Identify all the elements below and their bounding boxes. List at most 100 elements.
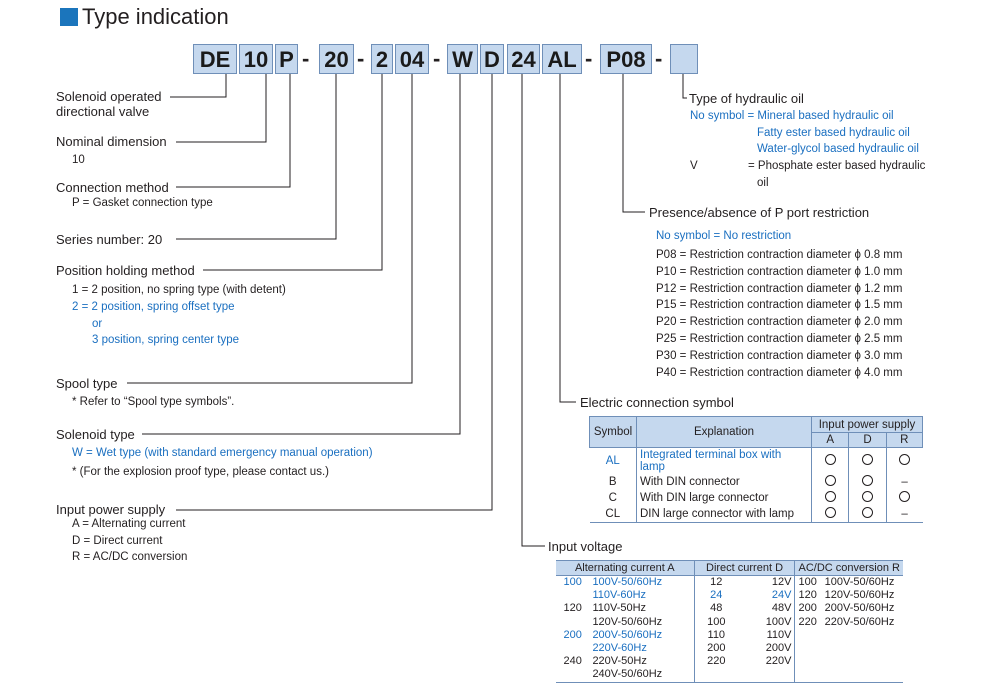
acdc-code xyxy=(794,628,822,643)
circle-icon xyxy=(861,454,873,465)
col-a: A xyxy=(810,432,850,448)
solenoid-type-note: * (For the explosion proof type, please … xyxy=(72,466,329,478)
oil-water-glycol: Water-glycol based hydraulic oil xyxy=(757,143,919,155)
leader-port xyxy=(622,74,645,213)
acdc-voltage: 200V-50/60Hz xyxy=(824,602,895,615)
electric-symbol: AL xyxy=(605,455,620,467)
ac-code xyxy=(556,589,589,602)
ac-code: 100 xyxy=(563,576,582,588)
circle-icon xyxy=(861,475,873,486)
code-box-al: AL xyxy=(542,44,582,74)
dc-voltage: 200V xyxy=(765,642,792,655)
electric-d xyxy=(848,447,887,474)
col-alternating-current: Alternating current A xyxy=(556,560,695,576)
voltage-row: 240V-50/60Hz xyxy=(556,668,903,683)
connection-method-label: Connection method xyxy=(56,180,169,195)
code-box-04: 04 xyxy=(395,44,429,74)
oil-v-symbol: V xyxy=(690,160,698,172)
circle-icon xyxy=(861,507,873,518)
circle-icon xyxy=(824,475,836,486)
acdc-voltage: 220V-50/60Hz xyxy=(824,615,895,628)
position-or: or xyxy=(92,318,103,330)
dc-code: 220 xyxy=(693,655,739,669)
ac-voltage: 100V-50/60Hz xyxy=(592,576,663,588)
ac-voltage: 220V-50Hz xyxy=(592,655,647,668)
electric-d xyxy=(848,506,887,523)
acdc-code xyxy=(794,642,822,656)
code-box-oil xyxy=(670,44,698,74)
dc-code: 12 xyxy=(693,575,739,590)
position-option-2: 2 = 2 position, spring offset type xyxy=(72,301,235,313)
leader-connection xyxy=(176,74,291,188)
circle-icon xyxy=(899,454,911,465)
port-row: P15 = Restriction contraction diameter ϕ… xyxy=(656,299,903,312)
leader-spool xyxy=(127,74,413,384)
leader-electric xyxy=(559,74,576,403)
electric-explanation: With DIN connector xyxy=(636,474,812,490)
acdc-voltage: 120V-50/60Hz xyxy=(824,589,895,602)
ac-voltage: 220V-60Hz xyxy=(592,642,647,655)
input-voltage-label: Input voltage xyxy=(548,539,623,554)
solenoid-operated-line1: Solenoid operated xyxy=(56,89,162,104)
col-explanation: Explanation xyxy=(636,416,812,448)
leader-oil xyxy=(682,74,687,99)
acdc-code: 220 xyxy=(794,615,822,629)
port-row: P40 = Restriction contraction diameter ϕ… xyxy=(656,366,903,379)
electric-d xyxy=(848,490,887,506)
electric-a xyxy=(810,474,849,490)
dc-code: 24 xyxy=(693,589,739,603)
circle-icon xyxy=(824,454,836,465)
acdc-code: 100 xyxy=(794,575,822,590)
leader-voltage xyxy=(521,74,545,547)
acdc-code: 120 xyxy=(794,589,822,603)
ac-code: 120 xyxy=(563,602,582,615)
port-no-symbol: No symbol = No restriction xyxy=(656,230,792,242)
dc-voltage xyxy=(738,668,795,683)
ac-voltage: 120V-50/60Hz xyxy=(592,615,663,628)
circle-icon xyxy=(861,491,873,502)
electric-r: – xyxy=(885,474,923,490)
electric-a xyxy=(810,447,849,474)
leader-nominal xyxy=(176,74,267,143)
col-direct-current: Direct current D xyxy=(693,560,795,576)
ac-code xyxy=(556,642,589,655)
code-dash: - xyxy=(433,46,441,71)
oil-fatty-ester: Fatty ester based hydraulic oil xyxy=(757,127,910,139)
circle-icon xyxy=(824,491,836,502)
electric-a xyxy=(810,490,849,506)
code-box-2: 2 xyxy=(371,44,393,74)
dc-code: 110 xyxy=(693,628,739,643)
port-row: P30 = Restriction contraction diameter ϕ… xyxy=(656,349,903,362)
circle-icon xyxy=(899,491,911,502)
dc-voltage: 220V xyxy=(765,655,792,668)
port-row: P12 = Restriction contraction diameter ϕ… xyxy=(656,282,903,295)
port-restriction-list: P08 = Restriction contraction diameter ϕ… xyxy=(656,247,902,381)
port-row: P10 = Restriction contraction diameter ϕ… xyxy=(656,265,903,278)
dc-code xyxy=(693,668,739,683)
electric-symbol: CL xyxy=(589,506,637,523)
leader-position xyxy=(203,74,383,271)
acdc-voltage xyxy=(822,642,903,655)
acdc-voltage xyxy=(822,655,903,668)
leader-solenoid-op xyxy=(170,74,227,98)
position-option-3: 3 position, spring center type xyxy=(92,334,240,346)
solenoid-operated-line2: directional valve xyxy=(56,104,150,119)
leader-solenoid-type xyxy=(142,74,461,435)
electric-r xyxy=(885,447,923,474)
port-row: P20 = Restriction contraction diameter ϕ… xyxy=(656,316,903,329)
hydraulic-oil-label: Type of hydraulic oil xyxy=(689,91,804,106)
connection-method-desc: P = Gasket connection type xyxy=(72,197,213,209)
electric-d xyxy=(848,474,887,490)
col-acdc-conversion: AC/DC conversion R xyxy=(794,560,903,576)
electric-r: – xyxy=(885,506,923,523)
spool-type-note: * Refer to “Spool type symbols”. xyxy=(72,396,235,408)
ac-voltage: 200V-50/60Hz xyxy=(592,628,663,641)
dc-voltage: 12V xyxy=(771,576,792,588)
dc-voltage: 100V xyxy=(765,615,792,628)
